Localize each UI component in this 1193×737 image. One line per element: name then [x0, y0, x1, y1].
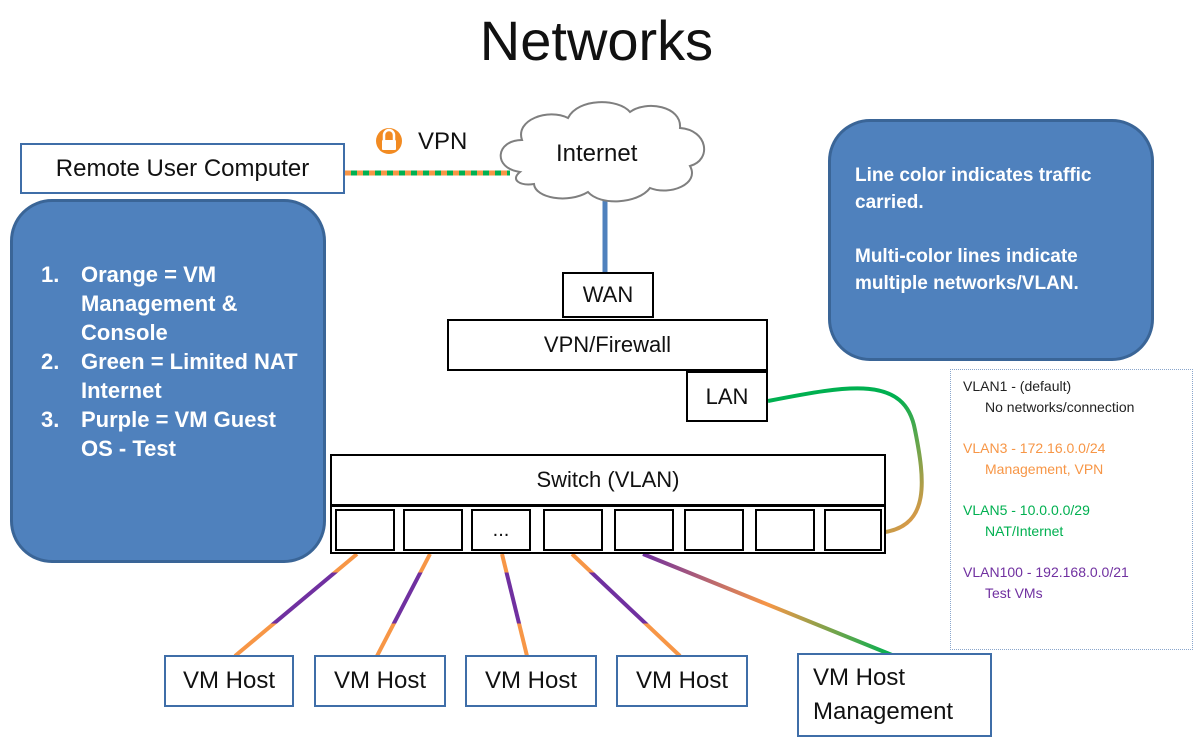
note-line-2: Multi-color lines indicate multiple netw…: [855, 246, 1079, 294]
remote-user-computer: Remote User Computer: [20, 143, 345, 194]
vlan-entry-1: VLAN1 - (default)No networks/connection: [963, 378, 1135, 415]
legend-item: 2.Green = Limited NAT Internet: [41, 349, 298, 403]
traffic-color-legend: 1.Orange = VM Management & Console 2.Gre…: [10, 199, 326, 563]
host-link-3: [500, 553, 529, 657]
vm-host-3: VM Host: [465, 655, 597, 707]
wan-box: WAN: [562, 272, 654, 318]
switch-port: [335, 509, 395, 551]
lock-icon: [376, 128, 402, 154]
switch-box: Switch (VLAN): [330, 454, 886, 506]
vlan-legend: VLAN1 - (default)No networks/connection …: [950, 369, 1193, 650]
note-line-1: Line color indicates traffic carried.: [855, 165, 1092, 213]
switch-port: [824, 509, 882, 551]
lan-box: LAN: [686, 371, 768, 422]
internet-label: Internet: [556, 140, 638, 167]
firewall-box: VPN/Firewall: [447, 319, 768, 371]
vm-host-management: VM Host Management: [797, 653, 992, 737]
switch-port: [403, 509, 463, 551]
switch-port: [543, 509, 603, 551]
host-link-1: [233, 552, 359, 658]
host-link-4: [570, 552, 682, 658]
line-color-note: Line color indicates traffic carried. Mu…: [828, 119, 1154, 361]
host-mgmt-link: [642, 552, 893, 657]
internet-cloud: [499, 101, 706, 203]
switch-ports: ...: [330, 505, 886, 554]
legend-item: 3.Purple = VM Guest OS - Test: [41, 407, 276, 461]
vm-host-2: VM Host: [314, 655, 446, 707]
vm-host-1: VM Host: [164, 655, 294, 707]
switch-port: [684, 509, 744, 551]
vpn-label: VPN: [418, 128, 468, 155]
diagram-title: Networks: [479, 9, 714, 72]
legend-item: 1.Orange = VM Management & Console: [41, 262, 238, 345]
vm-host-management-line1: VM Host: [813, 664, 906, 691]
switch-port: [614, 509, 674, 551]
switch-port: [755, 509, 815, 551]
vm-host-management-line2: Management: [813, 698, 954, 725]
host-link-2: [375, 553, 432, 657]
vm-host-4: VM Host: [616, 655, 748, 707]
switch-port: ...: [471, 509, 531, 551]
lan-link: [767, 386, 924, 534]
